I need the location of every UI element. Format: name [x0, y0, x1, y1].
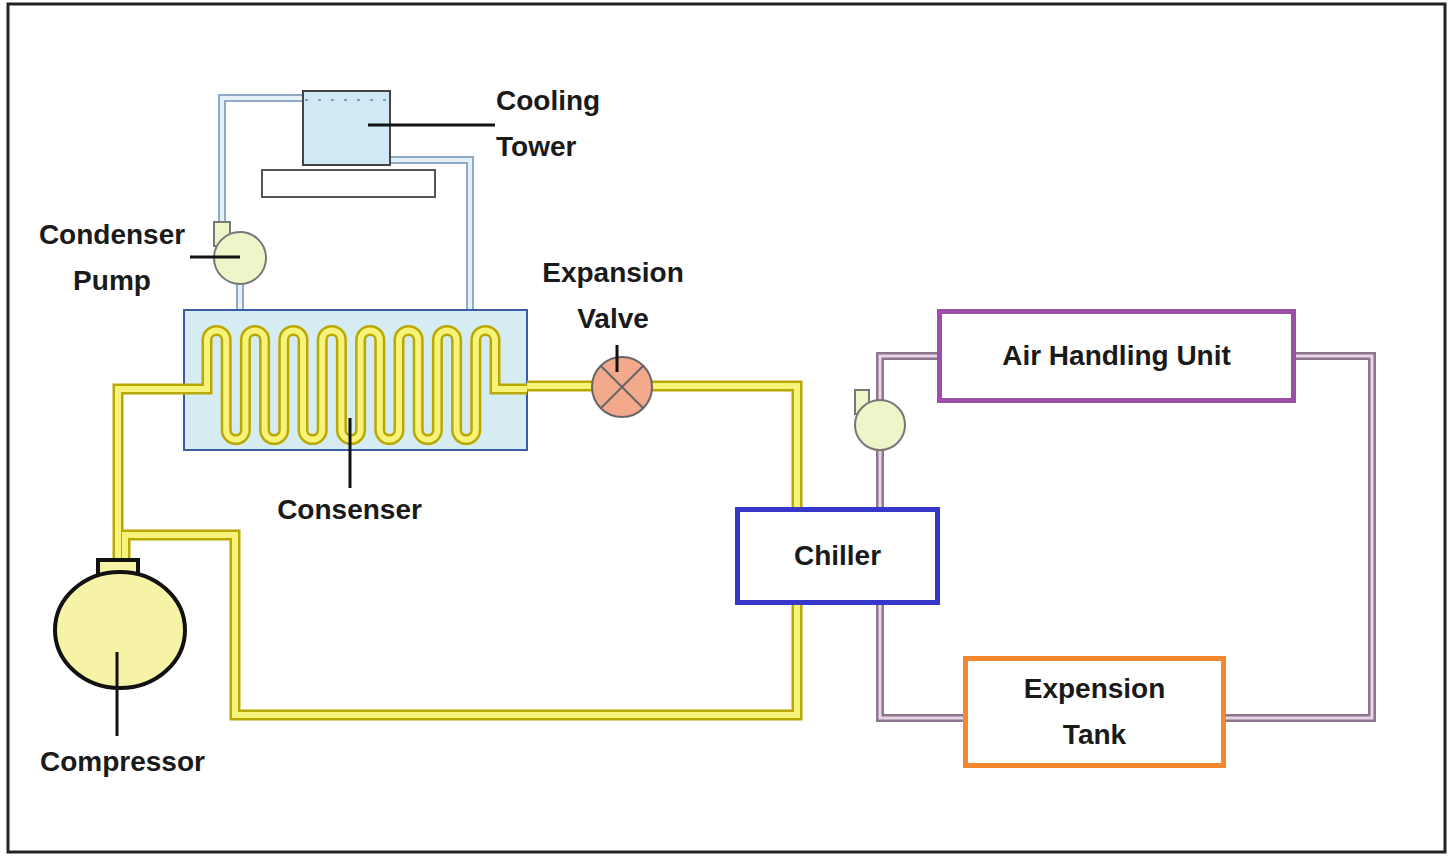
part-label: Condenser Pump	[26, 212, 198, 304]
coil-stroke	[184, 330, 527, 439]
chiller-box: Chiller	[735, 507, 940, 605]
part-label: Compressor	[40, 739, 240, 785]
compressor	[55, 560, 185, 688]
chilled-water-pipe	[1226, 356, 1372, 718]
water-level	[305, 99, 388, 101]
expansion-tank-box: Expension Tank	[963, 656, 1226, 768]
condenser-pump	[214, 222, 266, 284]
pipe-stroke	[880, 605, 963, 718]
condenser-coil	[184, 330, 527, 439]
condenser-shell	[184, 310, 527, 450]
pipe-stroke	[1226, 356, 1372, 718]
leader-line	[117, 125, 617, 736]
part-label: Expansion Valve	[528, 250, 698, 342]
cooling-tower	[303, 91, 390, 165]
node-label: Expension Tank	[1000, 666, 1190, 758]
node-label: Chiller	[794, 533, 881, 579]
pipe-stroke	[880, 605, 963, 718]
part-label: Cooling Tower	[496, 78, 636, 170]
expansion-valve	[592, 357, 652, 417]
node-label: Air Handling Unit	[1002, 333, 1231, 379]
chilled-water-pump	[855, 390, 905, 450]
coil-stroke	[184, 330, 527, 439]
chilled-water-pipe	[880, 605, 963, 718]
part-label: Consenser	[262, 487, 437, 533]
frame	[8, 4, 1445, 852]
air-handling-unit-box: Air Handling Unit	[937, 309, 1296, 403]
tower-base	[262, 170, 435, 197]
pipe-stroke	[1226, 356, 1372, 718]
